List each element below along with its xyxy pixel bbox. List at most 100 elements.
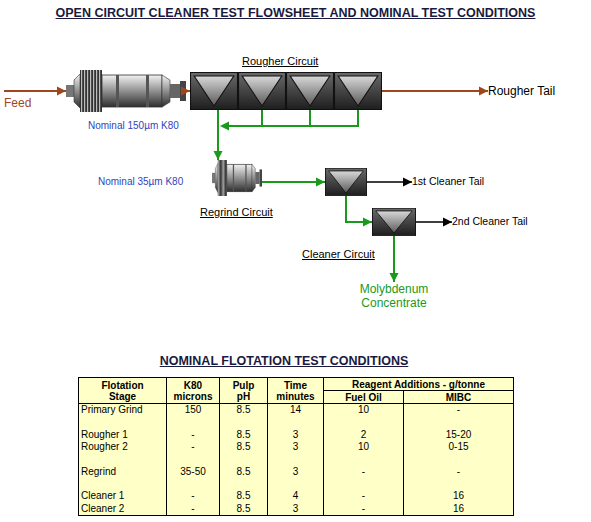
node-text: Rougher Circuit — [242, 55, 318, 68]
table-cell: 14 — [268, 404, 324, 417]
table-cell: 150 — [167, 404, 220, 417]
regrind-mill: Nominal 35µm K80Regrind Circuit — [212, 160, 262, 196]
rougher-cell — [287, 73, 334, 110]
launder-arrowhead — [220, 122, 229, 131]
table-cell: 8.5 — [220, 429, 268, 441]
table-cell: - — [167, 429, 220, 441]
table-cell — [167, 478, 220, 490]
table-cell: Regrind — [79, 465, 167, 477]
table-cell: - — [324, 465, 404, 477]
column-heading: Fuel Oil — [345, 392, 382, 403]
feed-label: Feed — [4, 80, 32, 110]
rougher-bank: Rougher Circuit — [190, 72, 382, 110]
rougher-cell — [335, 73, 382, 110]
cell-value: - — [362, 490, 365, 502]
cell-value: 16 — [453, 490, 464, 502]
cell-value: 8.5 — [237, 466, 251, 478]
table-wrap: Flotation StageK80 micronsPulp pHTime mi… — [78, 377, 514, 516]
table-row — [79, 453, 514, 465]
cell-value: Rougher 2 — [81, 441, 128, 453]
flow-connector — [367, 178, 412, 187]
tail-label: Rougher Tail — [488, 84, 556, 98]
table-cell: 8.5 — [220, 490, 268, 502]
node-text: Nominal 150µm K80 — [88, 120, 179, 132]
arrowhead — [390, 273, 399, 282]
arrowhead — [363, 218, 372, 227]
table-cell: 8.5 — [220, 502, 268, 515]
table-cell: 10 — [324, 404, 404, 417]
header-row: Flotation StageK80 micronsPulp pHTime mi… — [79, 378, 514, 391]
cleaner-cell — [372, 208, 415, 235]
column-heading: K80 microns — [171, 380, 215, 402]
cell-value: Cleaner 1 — [81, 490, 124, 502]
tail-label: 2nd Cleaner Tail — [452, 215, 528, 228]
table-title: NOMINAL FLOTATION TEST CONDITIONS — [0, 354, 568, 369]
table-cell: - — [167, 490, 220, 502]
flow-connector — [390, 236, 399, 282]
page-title: OPEN CIRCUIT CLEANER TEST FLOWSHEET AND … — [0, 6, 591, 21]
table-cell: 15-20 — [404, 429, 514, 441]
table-cell — [404, 478, 514, 490]
node-text: 1st Cleaner Tail — [412, 175, 485, 188]
column-heading: MIBC — [446, 392, 472, 403]
table-row: Rougher 2-8.53100-15 — [79, 441, 514, 453]
cell-value: 8.5 — [237, 441, 251, 453]
cell-value: Cleaner 2 — [81, 503, 124, 515]
table-cell: 10 — [324, 441, 404, 453]
cell-value: 3 — [293, 441, 299, 453]
table-cell: 4 — [268, 490, 324, 502]
table-cell: 3 — [268, 441, 324, 453]
cell-value: - — [362, 503, 365, 515]
table-cell: Cleaner 2 — [79, 502, 167, 515]
table-cell — [404, 453, 514, 465]
cell-value: 35-50 — [180, 466, 206, 478]
flow-line — [346, 196, 372, 222]
table-cell — [404, 416, 514, 428]
flow-connector — [181, 87, 190, 96]
primary-mill — [66, 70, 186, 112]
table-cell — [167, 416, 220, 428]
flow-connector — [346, 196, 372, 227]
table-cell: - — [324, 502, 404, 515]
node-text: Regrind Circuit — [200, 206, 273, 219]
cleaner-cell — [325, 168, 366, 195]
flow-connector — [4, 87, 66, 96]
flow-connector — [416, 218, 452, 227]
arrowhead — [316, 178, 325, 187]
cell-value: Regrind — [81, 466, 116, 478]
table-cell — [324, 453, 404, 465]
header-cell: Flotation Stage — [79, 378, 167, 404]
cell-value: - — [191, 503, 194, 515]
table-cell: - — [167, 502, 220, 515]
cell-value: - — [191, 429, 194, 441]
cell-value: Rougher 1 — [81, 429, 128, 441]
table-cell: 3 — [268, 429, 324, 441]
cell-value: 150 — [185, 404, 202, 416]
table-cell: 16 — [404, 490, 514, 502]
cell-value: 3 — [293, 466, 299, 478]
node-text: Feed — [4, 96, 32, 110]
table-body: Flotation StageK80 micronsPulp pHTime mi… — [79, 378, 514, 516]
flow-connector — [262, 178, 325, 187]
table-cell — [79, 478, 167, 490]
header-cell: Reagent Additions - g/tonne — [324, 378, 514, 391]
table-cell — [220, 416, 268, 428]
node-text: Molybdenum Concentrate — [344, 282, 444, 310]
column-heading: Reagent Additions - g/tonne — [352, 379, 485, 390]
table-cell — [268, 478, 324, 490]
arrowhead — [479, 87, 488, 96]
cell-value: 4 — [293, 490, 299, 502]
node-text: Cleaner Circuit — [302, 248, 375, 261]
table-cell — [268, 453, 324, 465]
arrowhead — [214, 151, 223, 160]
cell-value: 15-20 — [446, 429, 472, 441]
cell-value: 16 — [453, 503, 464, 515]
arrowhead — [181, 87, 190, 96]
table-cell: - — [167, 441, 220, 453]
cell-value: 14 — [290, 404, 301, 416]
regrind-mill — [212, 160, 262, 196]
table-cell: 3 — [268, 502, 324, 515]
table-cell — [220, 478, 268, 490]
